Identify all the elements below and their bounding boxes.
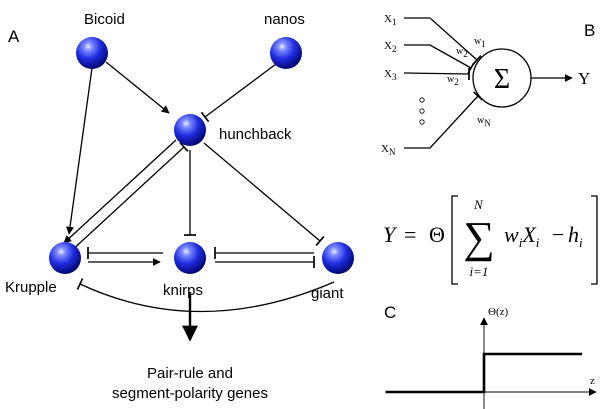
input-label-2: X2 — [384, 40, 396, 54]
equation-threshold-term: hi — [568, 222, 583, 250]
gene-node-giant — [322, 242, 354, 274]
input-label-1: X1 — [384, 13, 396, 27]
ellipsis-dot-3 — [419, 119, 425, 125]
input-label-3: X3 — [384, 68, 397, 82]
equation-lhs: Y — [383, 222, 398, 247]
step-plot-x-label: z — [590, 375, 595, 387]
gene-label-hunchback: hunchback — [219, 126, 292, 143]
equation-left-bracket — [451, 195, 458, 285]
gene-node-krupple — [49, 242, 81, 274]
weight-label-3: w2 — [447, 74, 459, 87]
edge-bicoid-to-hunchback — [105, 61, 170, 114]
panel-b: B X1 X2 X3 XN w1 w2 w2 wN Σ Y Y = Θ N — [381, 13, 598, 285]
step-plot-y-label: Θ(z) — [488, 306, 508, 318]
edge-hunchback-to-krupple — [63, 139, 177, 244]
edge-giant-represses-krupple — [76, 278, 335, 313]
panel-c: C Θ(z) z — [384, 303, 597, 409]
weight-label-1: w1 — [474, 36, 486, 49]
sum-symbol: Σ — [494, 64, 510, 95]
input-line-3 — [403, 67, 470, 81]
panel-label-c: C — [384, 303, 396, 322]
step-function-curve — [386, 352, 582, 394]
gene-node-hunchback — [174, 114, 206, 146]
gene-node-knirps — [174, 242, 206, 274]
downstream-genes-line2: segment-polarity genes — [112, 385, 268, 402]
weight-label-2: w2 — [456, 46, 468, 59]
panel-a: A Bicoid nanos hunchback Krupple knirps … — [5, 11, 354, 402]
input-line-1 — [404, 17, 482, 66]
equation-sum-symbol: ∑ — [463, 213, 494, 262]
gene-node-bicoid — [76, 37, 108, 69]
activation-equation: Y = Θ N ∑ i=1 wiXi − hi — [383, 195, 598, 285]
ellipsis-dot-2 — [419, 108, 425, 114]
edge-hunchback-represses-giant — [203, 142, 325, 247]
gene-label-giant: giant — [311, 285, 344, 302]
downstream-genes-line1: Pair-rule and — [147, 365, 233, 382]
edge-bicoid-to-krupple — [66, 67, 93, 235]
edge-nanos-represses-hunchback — [200, 63, 277, 123]
equation-minus: − — [552, 222, 564, 247]
panel-label-a: A — [8, 27, 20, 46]
gene-label-knirps: knirps — [163, 282, 203, 299]
input-label-n: XN — [381, 143, 396, 157]
equation-equals: = — [404, 222, 416, 247]
gene-label-bicoid: Bicoid — [84, 11, 125, 28]
gene-label-krupple: Krupple — [5, 279, 57, 296]
ellipsis-dot-1 — [419, 97, 425, 103]
equation-weight-term: wiXi — [504, 222, 540, 250]
input-line-n — [404, 91, 483, 149]
equation-right-bracket — [591, 195, 598, 285]
gene-label-nanos: nanos — [264, 11, 305, 28]
input-line-2 — [404, 44, 475, 74]
equation-theta: Θ — [429, 222, 445, 247]
gene-node-nanos — [270, 37, 302, 69]
panel-label-b: B — [584, 21, 595, 40]
output-label: Y — [578, 69, 590, 88]
edge-krupple-represses-hunchback — [68, 142, 189, 254]
equation-upper-limit: N — [473, 197, 484, 212]
weight-label-n: wN — [477, 115, 491, 128]
equation-lower-limit: i=1 — [470, 264, 489, 279]
